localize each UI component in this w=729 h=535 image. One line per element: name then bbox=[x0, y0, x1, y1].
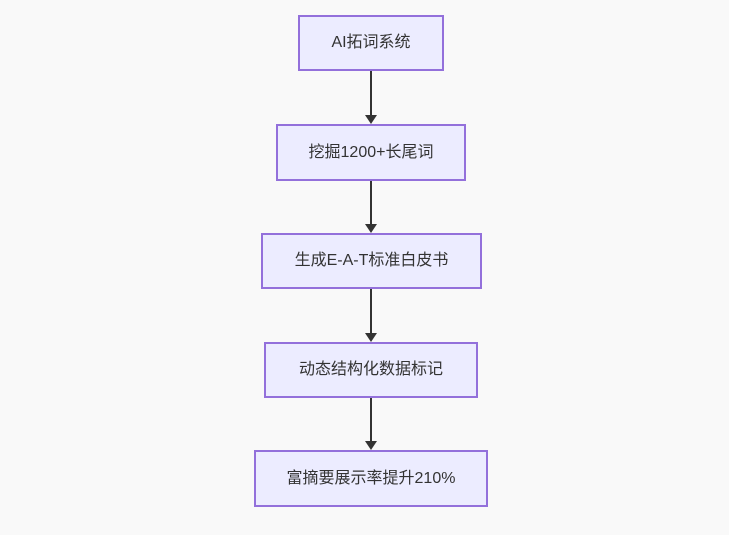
flow-arrow bbox=[365, 289, 377, 342]
flow-node-rich-snippet-rate: 富摘要展示率提升210% bbox=[254, 450, 488, 507]
arrow-line bbox=[370, 181, 372, 224]
flow-node-label: 富摘要展示率提升210% bbox=[286, 469, 456, 487]
flow-node-label: 动态结构化数据标记 bbox=[298, 361, 443, 379]
arrowhead-down-icon bbox=[365, 115, 377, 124]
flow-node-structured-data-markup: 动态结构化数据标记 bbox=[264, 342, 478, 398]
flow-node-label: AI拓词系统 bbox=[331, 34, 411, 52]
arrowhead-down-icon bbox=[365, 441, 377, 450]
flow-node-ai-expansion-system: AI拓词系统 bbox=[298, 15, 444, 71]
arrow-line bbox=[370, 289, 372, 333]
flow-node-label: 挖掘1200+长尾词 bbox=[308, 143, 434, 161]
flow-arrow bbox=[365, 71, 377, 124]
arrowhead-down-icon bbox=[365, 224, 377, 233]
flow-arrow bbox=[365, 398, 377, 450]
arrow-line bbox=[370, 71, 372, 115]
arrow-line bbox=[370, 398, 372, 441]
flow-arrow bbox=[365, 181, 377, 233]
arrowhead-down-icon bbox=[365, 333, 377, 342]
flow-node-longtail-keywords: 挖掘1200+长尾词 bbox=[276, 124, 466, 181]
flow-node-eat-whitepaper: 生成E-A-T标准白皮书 bbox=[261, 233, 482, 289]
flow-node-label: 生成E-A-T标准白皮书 bbox=[294, 252, 449, 270]
